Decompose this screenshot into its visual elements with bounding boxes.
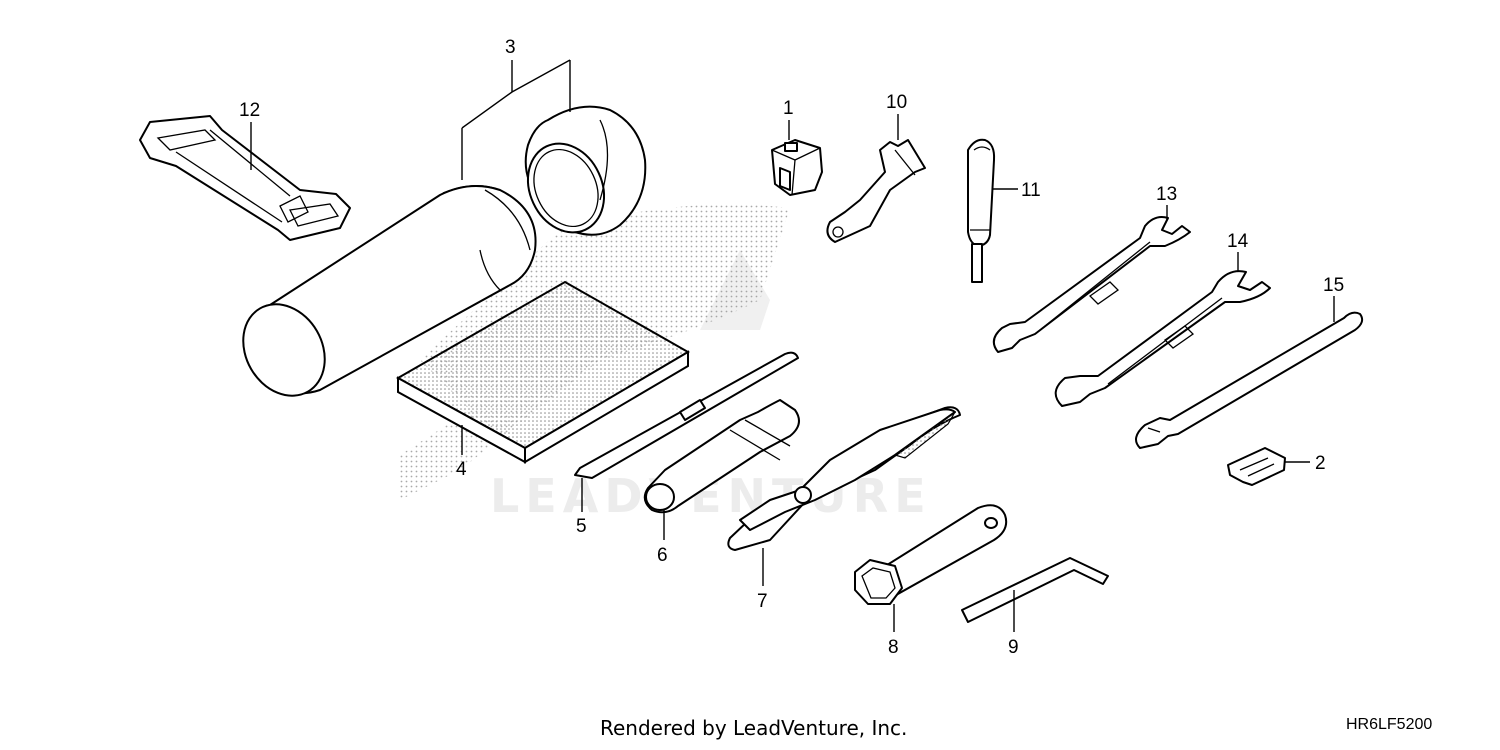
hex-key-part <box>961 557 1109 623</box>
plug-socket-part <box>854 504 1008 605</box>
tool-tube-part <box>242 105 647 397</box>
callout-9: 9 <box>1008 637 1019 658</box>
wrench-13-part <box>992 216 1191 353</box>
callout-5: 5 <box>576 516 587 537</box>
clip-part <box>1227 447 1286 486</box>
screwdriver-handle-part <box>967 138 996 283</box>
callout-12: 12 <box>239 100 260 121</box>
rendered-by-footer: Rendered by LeadVenture, Inc. <box>600 716 908 740</box>
screwdriver-part <box>574 351 799 479</box>
callout-8: 8 <box>888 637 899 658</box>
callout-4: 4 <box>456 459 467 480</box>
callout-11: 11 <box>1021 180 1041 201</box>
pliers-part <box>727 406 961 551</box>
callout-3: 3 <box>505 37 516 58</box>
leader-lines <box>250 59 1335 632</box>
callout-13: 13 <box>1156 184 1177 205</box>
bracket-wrench-part <box>826 139 926 243</box>
callouts: 1 2 3 4 5 6 7 8 9 10 11 12 13 14 15 <box>239 37 1344 658</box>
callout-6: 6 <box>657 545 668 566</box>
socket-handle-part <box>643 399 800 514</box>
wrench-14-part <box>1054 270 1271 407</box>
owners-manual-part <box>395 280 690 464</box>
strap-part <box>139 115 351 241</box>
callout-15: 15 <box>1323 275 1344 296</box>
callout-2: 2 <box>1315 453 1326 474</box>
callout-10: 10 <box>886 92 907 113</box>
callout-1: 1 <box>783 98 794 119</box>
callout-7: 7 <box>757 591 768 612</box>
callout-14: 14 <box>1227 231 1249 252</box>
fuse-part <box>771 139 823 196</box>
diagram-code: HR6LF5200 <box>1346 716 1433 733</box>
pin-spanner-part <box>1135 311 1364 449</box>
